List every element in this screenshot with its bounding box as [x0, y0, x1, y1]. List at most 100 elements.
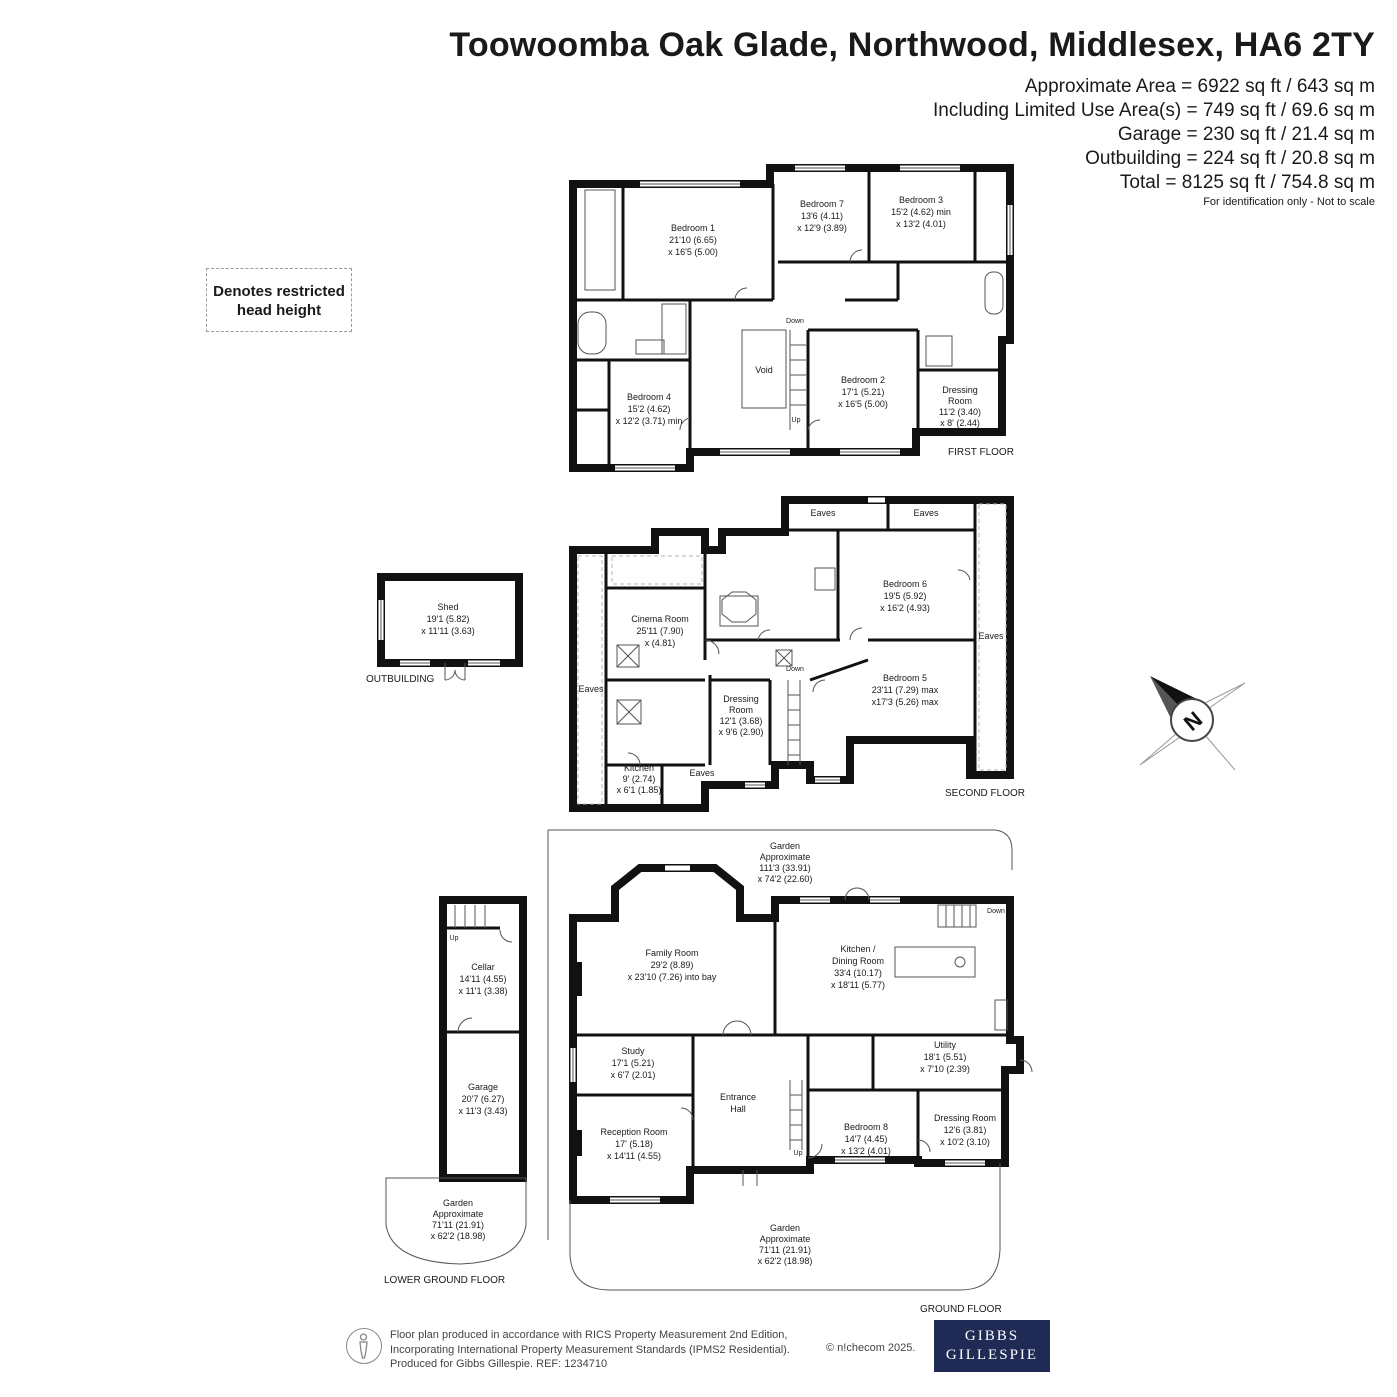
garden-label: Garden	[770, 841, 800, 851]
garden-dimension: 111'3 (33.91)	[759, 863, 810, 873]
room-dimension: 11'2 (3.40)	[939, 407, 981, 417]
room-label: Cellar	[471, 962, 495, 972]
room-label: Bedroom 5	[883, 673, 927, 683]
room-dimension: x 12'2 (3.71) min	[616, 416, 683, 426]
room-dimension: x 13'2 (4.01)	[841, 1146, 891, 1156]
agency-logo: GIBBS GILLESPIE	[934, 1320, 1050, 1372]
room-dimension: 17' (5.18)	[615, 1139, 653, 1149]
room-dimension: x 6'7 (2.01)	[611, 1070, 656, 1080]
restricted-height-legend: Denotes restricted head height	[206, 268, 352, 332]
room-dimension: x 13'2 (4.01)	[896, 219, 946, 229]
room-dimension: x 16'5 (5.00)	[668, 247, 718, 257]
ground-floor-plan	[547, 829, 1033, 1291]
garden-dimension: x 62'2 (18.98)	[431, 1231, 486, 1241]
garden-label: Approximate	[433, 1209, 484, 1219]
room-label: Hall	[730, 1104, 746, 1114]
compass-rose-icon: N	[1139, 676, 1246, 771]
copyright-notice: © n!checom 2025.	[826, 1342, 916, 1354]
room-dimension: 17'1 (5.21)	[612, 1058, 655, 1068]
floor-label-outbuilding: OUTBUILDING	[366, 674, 435, 685]
room-label: Room	[948, 396, 972, 406]
room-label: Kitchen /	[840, 944, 876, 954]
room-dimension: x 10'2 (3.10)	[940, 1137, 990, 1147]
stair-down-label: Down	[987, 908, 1005, 915]
room-dimension: 19'1 (5.82)	[427, 614, 470, 624]
room-label: Bedroom 6	[883, 579, 927, 589]
room-dimension: x 16'2 (4.93)	[880, 603, 930, 613]
room-dimension: x 14'11 (4.55)	[607, 1151, 661, 1161]
room-dimension: x 11'3 (3.43)	[458, 1106, 507, 1116]
room-dimension: 20'7 (6.27)	[462, 1094, 505, 1104]
room-dimension: 15'2 (4.62) min	[891, 207, 951, 217]
eaves-label: Eaves	[913, 508, 939, 518]
garden-label: Approximate	[760, 852, 811, 862]
floor-label-second: SECOND FLOOR	[945, 788, 1025, 799]
void-label: Void	[755, 365, 773, 375]
area-line: Total = 8125 sq ft / 754.8 sq m	[1119, 172, 1375, 193]
room-dimension: x 18'11 (5.77)	[831, 980, 885, 990]
room-label: Shed	[437, 602, 458, 612]
property-title: Toowoomba Oak Glade, Northwood, Middlese…	[449, 26, 1375, 64]
room-dimension: 12'6 (3.81)	[944, 1125, 987, 1135]
room-dimension: 15'2 (4.62)	[628, 404, 671, 414]
footer-disclaimer: Floor plan produced in accordance with R…	[390, 1329, 790, 1370]
room-dimension: 17'1 (5.21)	[842, 387, 885, 397]
room-dimension: x 16'5 (5.00)	[838, 399, 888, 409]
room-label: Family Room	[645, 948, 698, 958]
room-label: Garage	[468, 1082, 498, 1092]
stair-up-label: Up	[794, 1150, 803, 1157]
garden-label: Garden	[443, 1198, 473, 1208]
room-dimension: 18'1 (5.51)	[924, 1052, 967, 1062]
room-dimension: x 8' (2.44)	[940, 418, 980, 428]
room-label: Kitchen	[624, 763, 654, 773]
stair-up-label: Up	[450, 935, 459, 942]
room-dimension: x 7'10 (2.39)	[920, 1064, 970, 1074]
lower-ground-floor-plan	[385, 896, 527, 1265]
room-dimension: x 6'1 (1.85)	[617, 785, 662, 795]
identification-note: For identification only - Not to scale	[1203, 196, 1375, 208]
room-label: Dining Room	[832, 956, 884, 966]
room-dimension: 33'4 (10.17)	[834, 968, 882, 978]
area-summary: Approximate Area = 6922 sq ft / 643 sq m…	[933, 75, 1375, 209]
room-dimension: 13'6 (4.11)	[801, 211, 843, 221]
room-dimension: 25'11 (7.90)	[636, 626, 683, 636]
room-dimension: x 11'1 (3.38)	[458, 986, 507, 996]
room-label: Cinema Room	[631, 614, 689, 624]
room-dimension: x 23'10 (7.26) into bay	[628, 972, 717, 982]
eaves-label: Eaves	[810, 508, 836, 518]
room-dimension: 14'7 (4.45)	[845, 1134, 888, 1144]
room-label: Bedroom 2	[841, 375, 885, 385]
room-label: Bedroom 3	[899, 195, 943, 205]
room-label: Entrance	[720, 1092, 756, 1102]
area-line: Garage = 230 sq ft / 21.4 sq m	[1117, 124, 1375, 145]
room-dimension: x 12'9 (3.89)	[797, 223, 847, 233]
stair-down-label: Down	[786, 318, 804, 325]
room-dimension: x 11'11 (3.63)	[421, 626, 474, 636]
garden-label: Garden	[770, 1223, 800, 1233]
floor-label-first: FIRST FLOOR	[948, 447, 1014, 458]
garden-dimension: 71'11 (21.91)	[432, 1220, 484, 1230]
garden-dimension: x 62'2 (18.98)	[758, 1256, 813, 1266]
garden-dimension: 71'11 (21.91)	[759, 1245, 811, 1255]
garden-dimension: x 74'2 (22.60)	[758, 874, 813, 884]
first-floor-plan	[569, 164, 1014, 472]
accessibility-person-icon	[346, 1328, 382, 1364]
room-dimension: x (4.81)	[645, 638, 676, 648]
eaves-label: Eaves	[578, 684, 604, 694]
room-dimension: 23'11 (7.29) max	[872, 685, 939, 695]
area-line: Approximate Area = 6922 sq ft / 643 sq m	[1024, 76, 1375, 97]
outbuilding-plan	[377, 573, 523, 681]
room-label: Utility	[934, 1040, 956, 1050]
floor-label-lower-ground: LOWER GROUND FLOOR	[384, 1275, 505, 1286]
room-dimension: 21'10 (6.65)	[669, 235, 717, 245]
room-dimension: 14'11 (4.55)	[459, 974, 506, 984]
room-label: Bedroom 1	[671, 223, 715, 233]
stair-down-label: Down	[786, 666, 804, 673]
garden-label: Approximate	[760, 1234, 811, 1244]
area-line: Outbuilding = 224 sq ft / 20.8 sq m	[1085, 148, 1375, 169]
second-floor-plan	[569, 496, 1014, 812]
eaves-label: Eaves	[978, 631, 1004, 641]
stair-up-label: Up	[792, 417, 801, 424]
room-label: Bedroom 7	[800, 199, 844, 209]
